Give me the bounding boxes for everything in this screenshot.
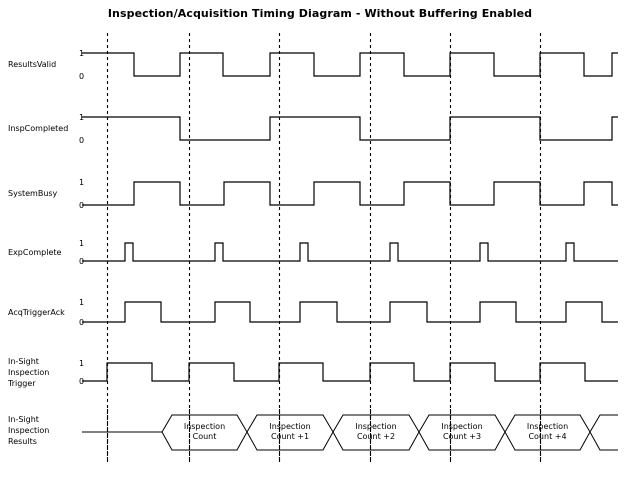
trigger-marker-lines bbox=[106, 33, 542, 462]
waveform-acqtriggerack bbox=[82, 301, 618, 323]
waveform-in-sight-inspection-trigger bbox=[82, 362, 618, 382]
waveform-expcomplete bbox=[82, 242, 618, 262]
level-label-low: 0 bbox=[79, 72, 84, 81]
bus-segment-label: Inspection bbox=[355, 422, 396, 431]
level-label-high: 1 bbox=[79, 239, 84, 248]
signal-label-in-sight-inspection-results: In-Sight bbox=[8, 415, 39, 424]
bus-segment-label: Count +2 bbox=[357, 432, 395, 441]
bus-segment-label: Inspection bbox=[269, 422, 310, 431]
bus-tail bbox=[589, 414, 618, 451]
level-label-high: 1 bbox=[79, 113, 84, 122]
level-label-high: 1 bbox=[79, 298, 84, 307]
bus-segment-label: Count +4 bbox=[528, 432, 566, 441]
signal-row-systembusy: SystemBusy 1 0 bbox=[8, 178, 618, 210]
level-label-high: 1 bbox=[79, 49, 84, 58]
signal-label-systembusy: SystemBusy bbox=[8, 189, 58, 198]
signal-row-acqtriggerack: AcqTriggerAck 1 0 bbox=[8, 298, 618, 327]
signal-label-in-sight-inspection-trigger: Inspection bbox=[8, 368, 49, 377]
level-label-low: 0 bbox=[79, 136, 84, 145]
signal-label-expcomplete: ExpComplete bbox=[8, 248, 62, 257]
signal-label-in-sight-inspection-trigger: Trigger bbox=[7, 379, 36, 388]
level-label-high: 1 bbox=[79, 359, 84, 368]
level-label-low: 0 bbox=[79, 377, 84, 386]
bus-segment-label: Count +3 bbox=[443, 432, 481, 441]
signal-label-in-sight-inspection-trigger: In-Sight bbox=[8, 357, 39, 366]
signal-label-resultsvalid: ResultsValid bbox=[8, 60, 56, 69]
bus-segment-label: Inspection bbox=[184, 422, 225, 431]
bus-row: In-SightInspectionResultsInspectionCount… bbox=[8, 409, 618, 462]
level-label-low: 0 bbox=[79, 318, 84, 327]
page-title: Inspection/Acquisition Timing Diagram - … bbox=[107, 7, 533, 20]
signal-label-in-sight-inspection-results: Inspection bbox=[8, 426, 49, 435]
waveform-systembusy bbox=[82, 181, 618, 206]
level-label-low: 0 bbox=[79, 257, 84, 266]
signal-row-expcomplete: ExpComplete 1 0 bbox=[8, 239, 618, 266]
signal-label-acqtriggerack: AcqTriggerAck bbox=[8, 308, 65, 317]
waveform-inspcompleted bbox=[82, 116, 618, 141]
signal-rows: ResultsValid10InspCompleted10SystemBusy1… bbox=[7, 49, 618, 388]
bus-segment-label: Inspection bbox=[441, 422, 482, 431]
signal-row-inspcompleted: InspCompleted 1 0 bbox=[8, 113, 618, 145]
bus-segment-label: Count bbox=[193, 432, 217, 441]
level-label-low: 0 bbox=[79, 201, 84, 210]
signal-label-in-sight-inspection-results: Results bbox=[8, 437, 37, 446]
waveform-resultsvalid bbox=[82, 52, 618, 77]
bus-segment-label: Inspection bbox=[527, 422, 568, 431]
level-label-high: 1 bbox=[79, 178, 84, 187]
bus-segment-label: Count +1 bbox=[271, 432, 309, 441]
signal-label-inspcompleted: InspCompleted bbox=[8, 124, 68, 133]
signal-row-resultsvalid: ResultsValid 1 0 bbox=[8, 49, 618, 81]
